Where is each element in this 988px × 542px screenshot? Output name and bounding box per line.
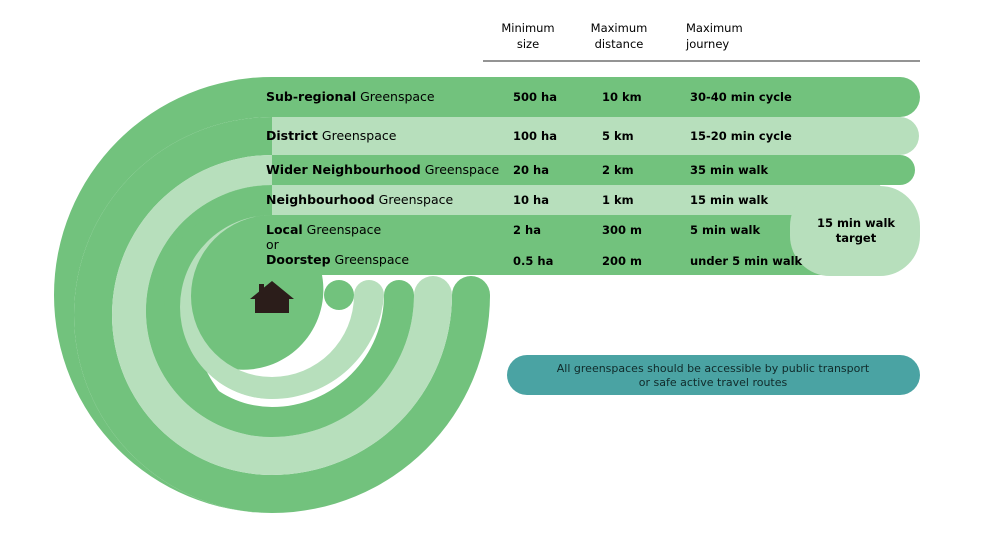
row-label: Sub-regional Greenspace — [266, 89, 435, 104]
cell-journey: 15-20 min cycle — [690, 129, 792, 143]
cell-journey: under 5 min walk — [690, 254, 803, 268]
cell-size: 20 ha — [513, 163, 549, 177]
greenspace-bands — [54, 77, 920, 513]
row-label: Local Greenspace — [266, 222, 381, 237]
band-district — [112, 117, 919, 475]
cell-distance: 300 m — [602, 223, 642, 237]
note-line2: or safe active travel routes — [639, 376, 788, 389]
cell-distance: 200 m — [602, 254, 642, 268]
row-district: District Greenspace 100 ha 5 km 15-20 mi… — [266, 128, 792, 143]
cell-size: 500 ha — [513, 90, 557, 104]
target-label-line2: target — [836, 231, 877, 245]
accessibility-note: All greenspaces should be accessible by … — [507, 355, 920, 395]
cell-distance: 1 km — [602, 193, 634, 207]
target-pill — [790, 186, 920, 276]
cell-distance: 2 km — [602, 163, 634, 177]
row-sub-regional: Sub-regional Greenspace 500 ha 10 km 30-… — [266, 89, 792, 104]
note-line1: All greenspaces should be accessible by … — [557, 362, 870, 375]
band-local — [163, 209, 830, 370]
row-label: Neighbourhood Greenspace — [266, 192, 454, 207]
row-neighbourhood: Neighbourhood Greenspace 10 ha 1 km 15 m… — [266, 192, 768, 207]
header-min-size-line2: size — [517, 37, 539, 51]
or-separator: or — [266, 237, 280, 252]
cell-size: 10 ha — [513, 193, 549, 207]
arc-end-sub-regional — [452, 276, 490, 314]
band-neighbourhood-inner — [180, 215, 384, 400]
row-local: Local Greenspace 2 ha 300 m 5 min walk — [266, 222, 760, 237]
header-max-journey-line2: journey — [685, 37, 729, 51]
row-wider-neighbourhood: Wider Neighbourhood Greenspace 20 ha 2 k… — [266, 162, 768, 177]
cell-size: 100 ha — [513, 129, 557, 143]
header-max-distance-line1: Maximum — [591, 21, 648, 35]
header-min-size-line1: Minimum — [501, 21, 554, 35]
arc-end-neighbourhood — [354, 280, 384, 310]
cell-journey: 30-40 min cycle — [690, 90, 792, 104]
cell-journey: 5 min walk — [690, 223, 760, 237]
cell-distance: 5 km — [602, 129, 634, 143]
arc-end-local — [324, 280, 354, 310]
row-doorstep: Doorstep Greenspace 0.5 ha 200 m under 5… — [266, 252, 803, 268]
note-pill — [507, 355, 920, 395]
cell-journey: 35 min walk — [690, 163, 768, 177]
row-label: Doorstep Greenspace — [266, 252, 409, 267]
row-label: Wider Neighbourhood Greenspace — [266, 162, 500, 177]
cell-distance: 10 km — [602, 90, 642, 104]
arc-end-wider-neighbourhood — [384, 280, 414, 310]
cell-size: 0.5 ha — [513, 254, 553, 268]
house-icon — [250, 281, 294, 313]
table-header: Minimum size Maximum distance Maximum jo… — [483, 21, 920, 62]
header-max-journey-line1: Maximum — [686, 21, 743, 35]
arc-end-district — [414, 276, 452, 314]
header-max-distance-line2: distance — [595, 37, 644, 51]
target-label-line1: 15 min walk — [817, 216, 895, 230]
cell-journey: 15 min walk — [690, 193, 768, 207]
row-label: District Greenspace — [266, 128, 397, 143]
cell-size: 2 ha — [513, 223, 541, 237]
